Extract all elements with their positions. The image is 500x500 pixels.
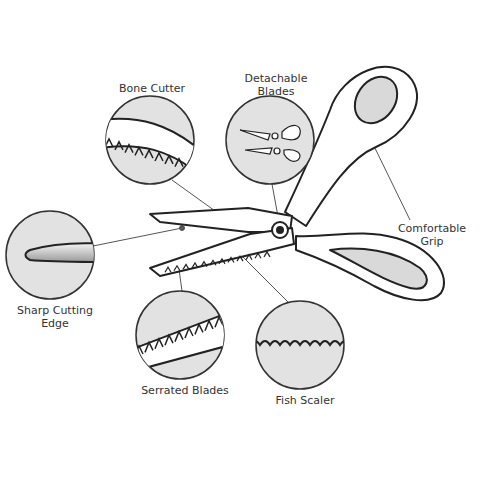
callout-label: Detachable Blades	[231, 72, 321, 98]
callout-label: Fish Scaler	[250, 394, 360, 407]
callout-label: Serrated Blades	[125, 384, 245, 397]
callout-label: Comfortable Grip	[392, 222, 472, 248]
callout-label: Sharp Cutting Edge	[5, 304, 105, 330]
callout-label: Bone Cutter	[97, 82, 207, 95]
